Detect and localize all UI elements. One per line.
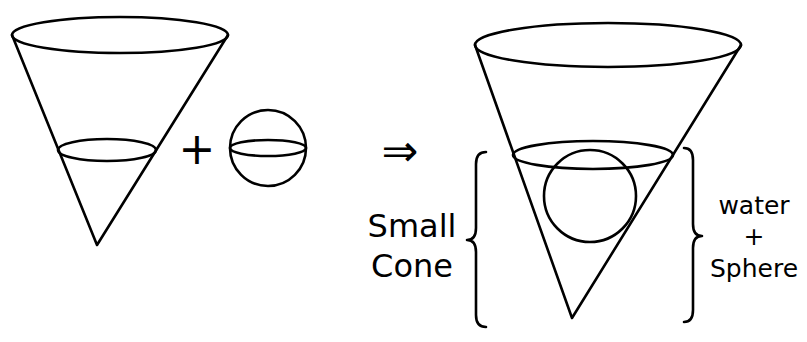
sphere — [544, 150, 636, 242]
brace-label: Small Cone — [368, 206, 457, 286]
brace — [684, 148, 702, 322]
plus-sign: + — [179, 121, 216, 176]
water-level — [513, 141, 673, 169]
cone — [475, 23, 741, 318]
brace — [467, 152, 486, 327]
brace-label: water + Sphere — [710, 190, 798, 284]
cone — [12, 17, 228, 245]
water-level — [58, 139, 156, 161]
implies-arrow: ⇒ — [382, 123, 419, 178]
sphere — [230, 110, 306, 186]
